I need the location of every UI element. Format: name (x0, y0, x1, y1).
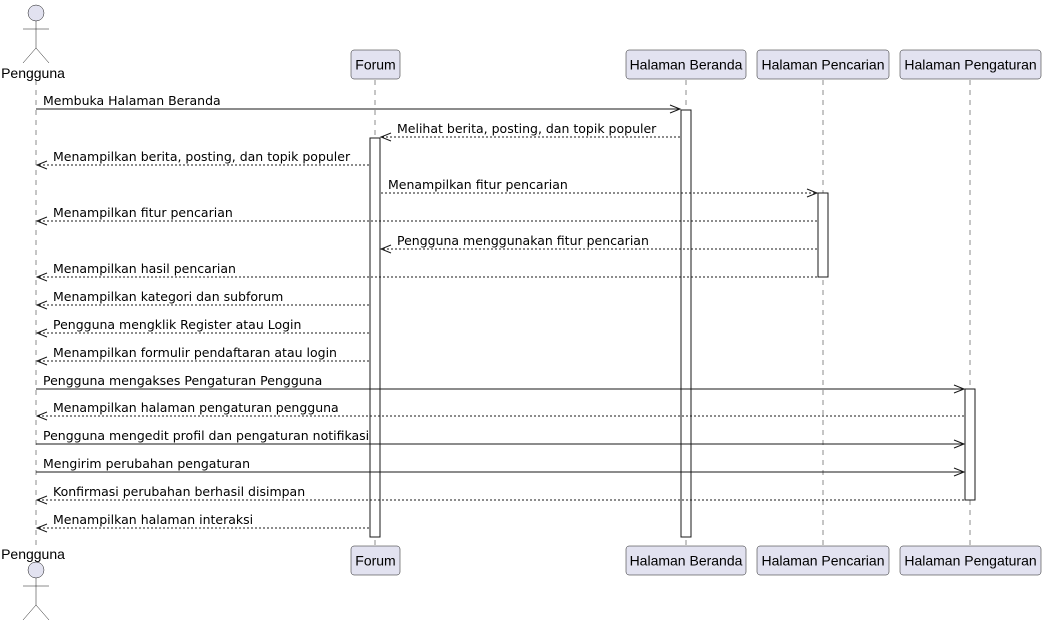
message-label: Melihat berita, posting, dan topik popul… (397, 121, 657, 136)
message-label: Membuka Halaman Beranda (43, 93, 221, 108)
arrowhead-icon (669, 104, 682, 114)
arrowhead-icon (35, 160, 48, 170)
message-13: Pengguna mengedit profil dan pengaturan … (36, 428, 966, 449)
actor-label-bottom: Pengguna (1, 546, 65, 562)
actor-body-icon (22, 578, 50, 621)
message-label: Pengguna mengedit profil dan pengaturan … (43, 428, 369, 443)
message-8: Menampilkan kategori dan subforum (35, 289, 369, 310)
message-3: Menampilkan berita, posting, dan topik p… (35, 149, 369, 170)
participant-beranda-top: Halaman Beranda (625, 49, 747, 80)
message-15: Konfirmasi perubahan berhasil disimpan (35, 484, 964, 505)
message-10: Menampilkan formulir pendaftaran atau lo… (35, 345, 369, 366)
message-label: Pengguna mengklik Register atau Login (53, 317, 301, 332)
participant-label: Forum (355, 553, 395, 569)
arrowhead-icon (953, 439, 966, 449)
actor-head-icon (27, 4, 45, 22)
arrowhead-icon (953, 467, 966, 477)
arrowhead-icon (35, 356, 48, 366)
participant-label: Halaman Pengaturan (904, 57, 1036, 73)
arrowhead-icon (379, 244, 392, 254)
message-label: Pengguna menggunakan fitur pencarian (397, 233, 649, 248)
message-4: Menampilkan fitur pencarian (381, 177, 819, 198)
message-label: Menampilkan halaman pengaturan pengguna (53, 400, 339, 415)
arrowhead-icon (35, 328, 48, 338)
participant-label: Halaman Beranda (630, 57, 743, 73)
arrowhead-icon (35, 495, 48, 505)
arrowhead-icon (35, 523, 48, 533)
message-2: Melihat berita, posting, dan topik popul… (379, 121, 680, 142)
message-label: Pengguna mengakses Pengaturan Pengguna (43, 373, 322, 388)
message-1: Membuka Halaman Beranda (36, 93, 682, 114)
message-label: Konfirmasi perubahan berhasil disimpan (53, 484, 305, 499)
message-7: Menampilkan hasil pencarian (35, 261, 817, 282)
participant-label: Halaman Pencarian (762, 553, 885, 569)
participant-label: Halaman Pencarian (762, 57, 885, 73)
arrowhead-icon (806, 188, 819, 198)
participant-pencarian-bottom: Halaman Pencarian (756, 545, 890, 576)
message-label: Mengirim perubahan pengaturan (43, 456, 250, 471)
message-11: Pengguna mengakses Pengaturan Pengguna (36, 373, 966, 394)
actor-head-icon (27, 561, 45, 579)
actor-top: Pengguna (1, 4, 65, 81)
participant-label: Halaman Beranda (630, 553, 743, 569)
message-5: Menampilkan fitur pencarian (35, 205, 817, 226)
message-label: Menampilkan halaman interaksi (53, 512, 253, 527)
activation-forum (369, 137, 381, 538)
message-16: Menampilkan halaman interaksi (35, 512, 369, 533)
participant-forum-bottom: Forum (350, 545, 401, 576)
arrowhead-icon (35, 300, 48, 310)
participant-pengaturan-top: Halaman Pengaturan (899, 49, 1042, 80)
message-label: Menampilkan kategori dan subforum (53, 289, 283, 304)
arrowhead-icon (35, 411, 48, 421)
arrowhead-icon (379, 132, 392, 142)
activation-pengaturan (964, 388, 976, 501)
activation-pencarian (817, 192, 829, 278)
message-label: Menampilkan formulir pendaftaran atau lo… (53, 345, 337, 360)
participant-pencarian-top: Halaman Pencarian (756, 49, 890, 80)
arrowhead-icon (35, 216, 48, 226)
message-label: Menampilkan hasil pencarian (53, 261, 236, 276)
actor-body-icon (22, 21, 50, 64)
activation-beranda (680, 109, 692, 538)
actor-bottom: Pengguna (1, 546, 65, 621)
message-label: Menampilkan fitur pencarian (53, 205, 233, 220)
arrowhead-icon (35, 272, 48, 282)
message-label: Menampilkan fitur pencarian (388, 177, 568, 192)
message-6: Pengguna menggunakan fitur pencarian (379, 233, 817, 254)
message-9: Pengguna mengklik Register atau Login (35, 317, 369, 338)
participant-beranda-bottom: Halaman Beranda (625, 545, 747, 576)
message-14: Mengirim perubahan pengaturan (36, 456, 966, 477)
actor-label-top: Pengguna (1, 65, 65, 81)
participant-label: Forum (355, 57, 395, 73)
participant-label: Halaman Pengaturan (904, 553, 1036, 569)
participant-forum-top: Forum (350, 49, 401, 80)
message-label: Menampilkan berita, posting, dan topik p… (53, 149, 351, 164)
message-12: Menampilkan halaman pengaturan pengguna (35, 400, 964, 421)
arrowhead-icon (953, 384, 966, 394)
participant-pengaturan-bottom: Halaman Pengaturan (899, 545, 1042, 576)
